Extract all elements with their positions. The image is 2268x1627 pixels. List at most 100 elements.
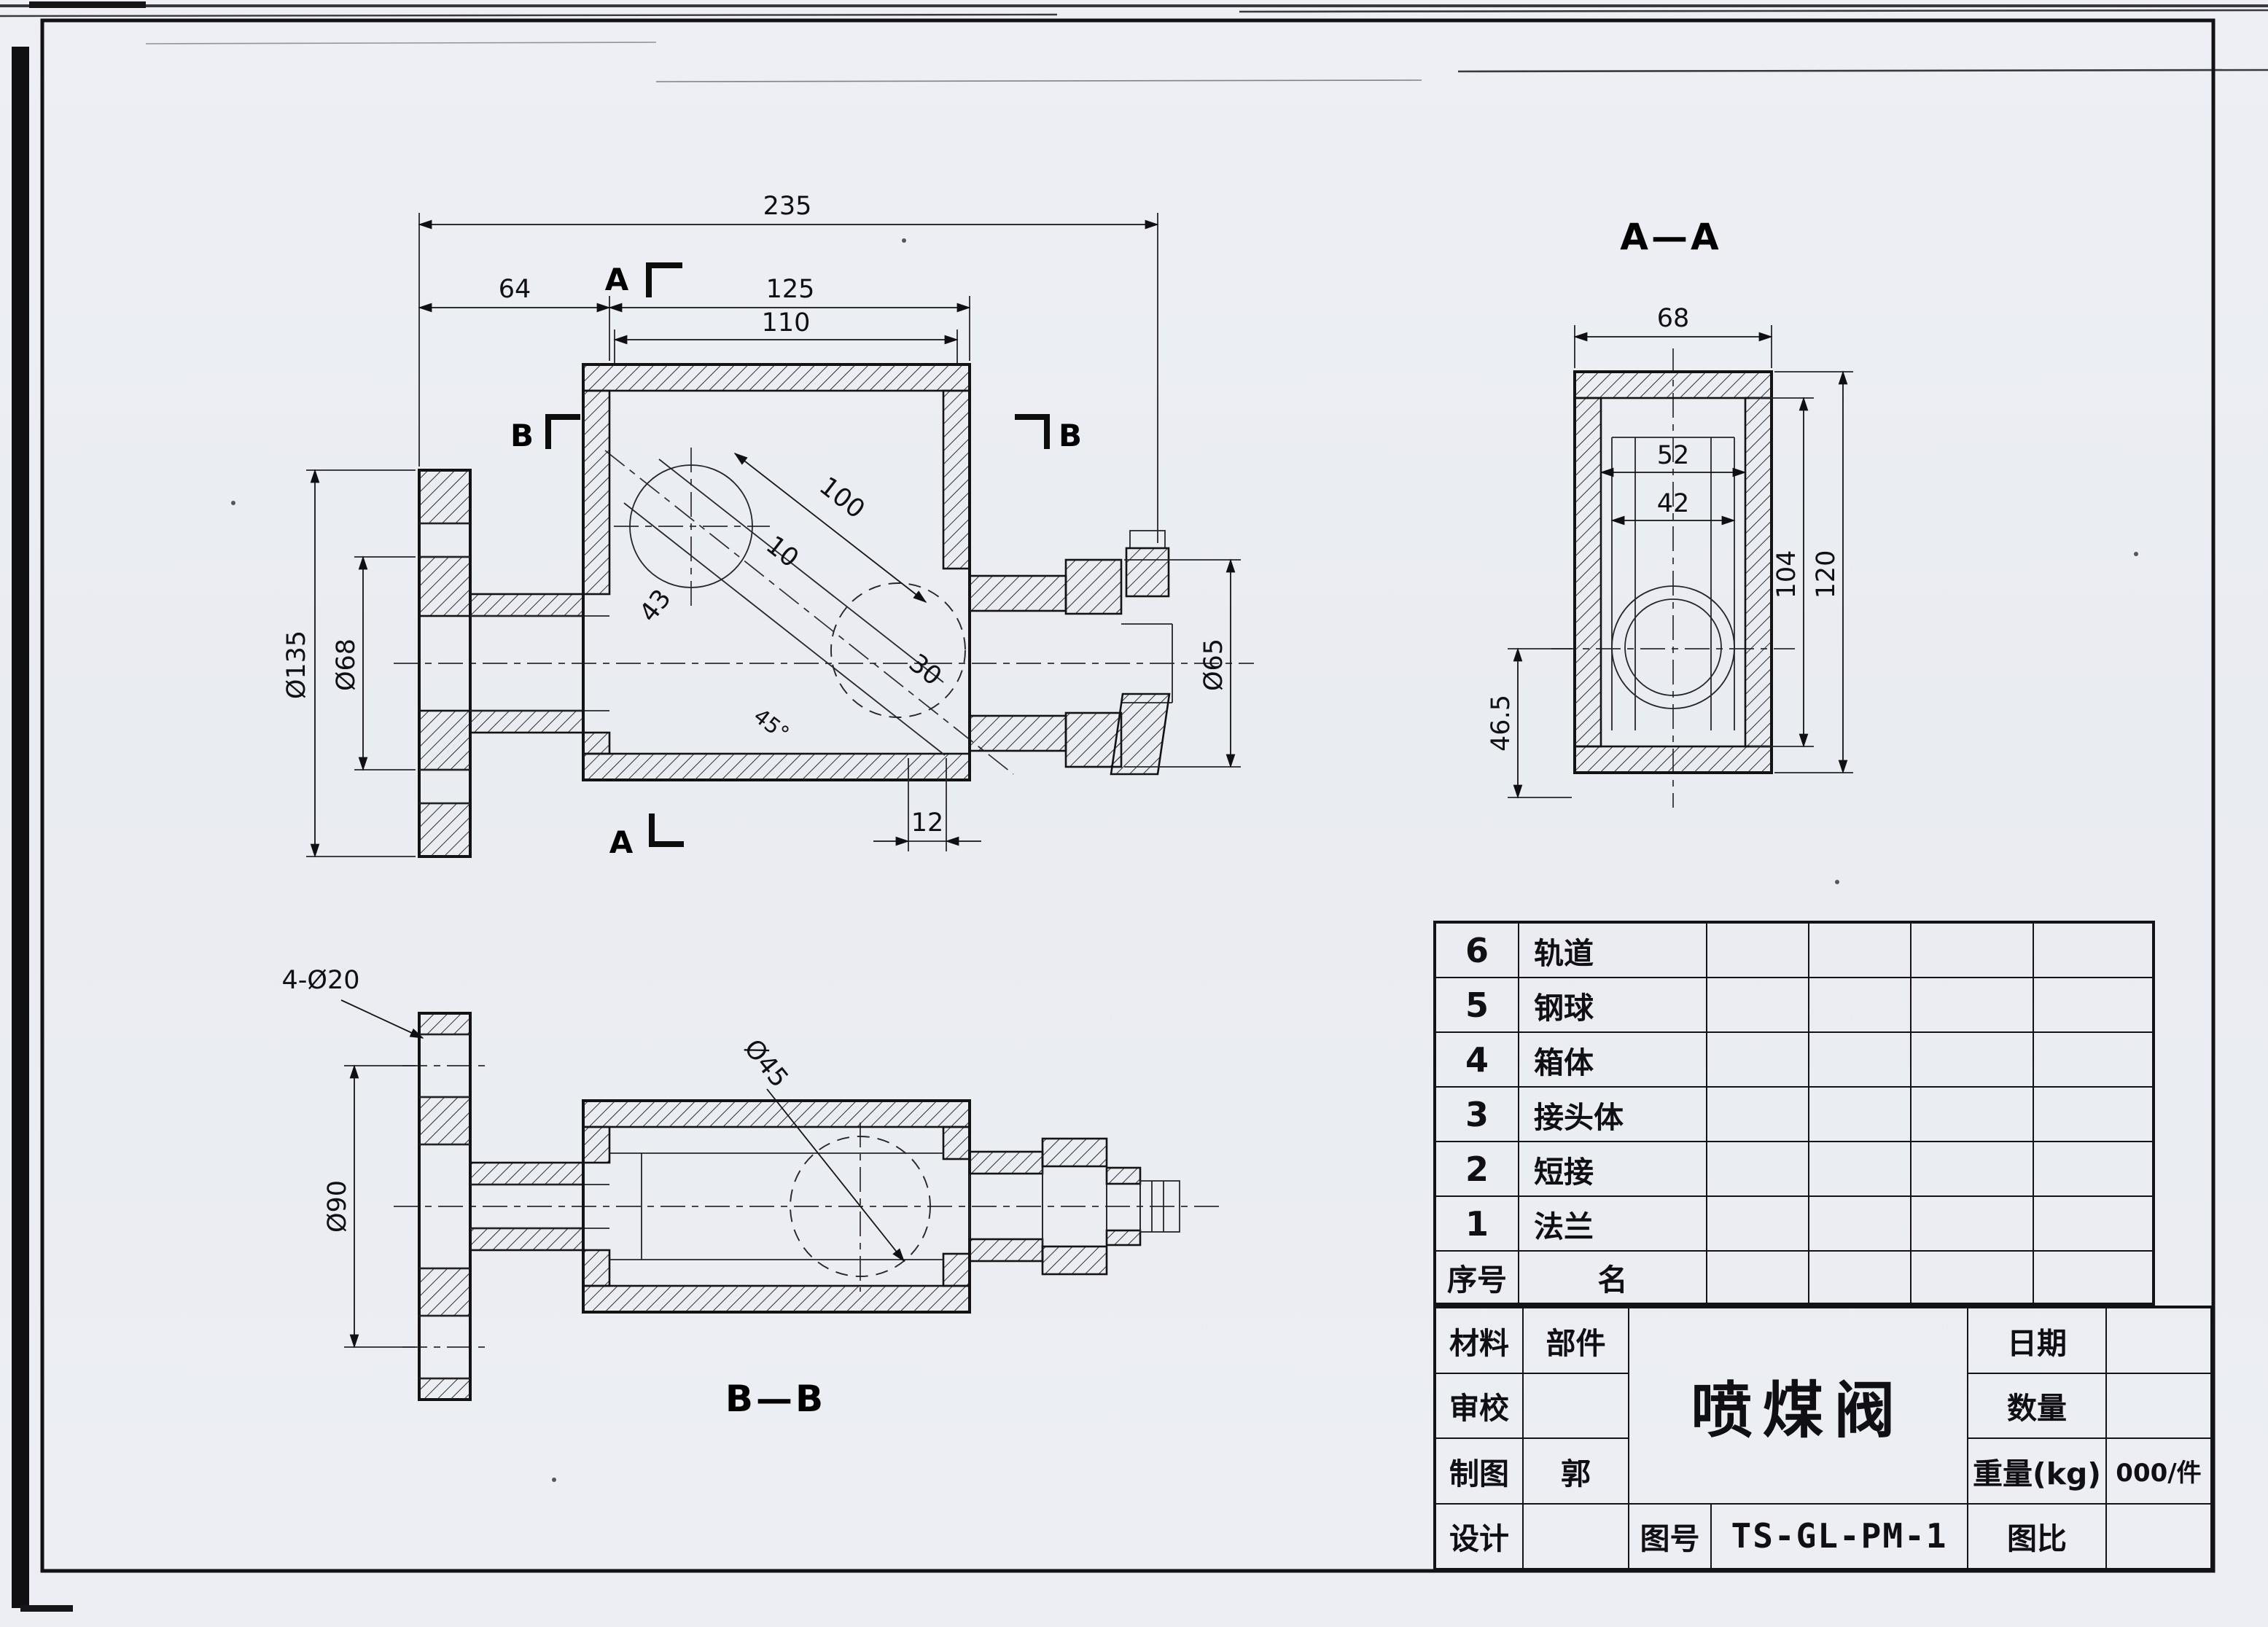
dim-dia90: Ø90 xyxy=(323,1180,352,1233)
empty-cell xyxy=(2033,1032,2153,1087)
empty-cell xyxy=(2033,1087,2153,1142)
component-label: 部件 xyxy=(1523,1308,1629,1373)
part-name: 法兰 xyxy=(1519,1196,1707,1251)
section-marker-a-top: A xyxy=(605,262,629,297)
section-bb-title: B—B xyxy=(725,1378,826,1420)
review-label: 审校 xyxy=(1435,1373,1523,1438)
dim-12: 12 xyxy=(911,808,944,838)
designer-label: 设计 xyxy=(1435,1503,1523,1569)
dim-110: 110 xyxy=(762,308,811,338)
dim-dia45: Ø45 xyxy=(738,1034,793,1093)
part-name: 轨道 xyxy=(1519,923,1707,978)
parts-header-name: 名 xyxy=(1519,1251,1707,1303)
drafter-name: 郭 xyxy=(1523,1438,1629,1504)
dim-bolt-holes: 4-Ø20 xyxy=(282,966,360,995)
empty-cell xyxy=(1707,1251,1809,1303)
valve-box-section xyxy=(582,363,971,781)
section-bb-view: 4-Ø20 Ø90 Ø45 B—B xyxy=(282,966,1219,1420)
empty-cell xyxy=(1911,1251,2033,1303)
empty-cell xyxy=(1707,923,1809,978)
dim-42: 42 xyxy=(1657,489,1690,518)
quantity-label: 数量 xyxy=(1968,1373,2106,1438)
empty-cell xyxy=(1911,1032,2033,1087)
empty-cell xyxy=(2033,978,2153,1032)
flange-section xyxy=(418,469,472,858)
weight-value: 000/件 xyxy=(2106,1438,2211,1504)
pipe-nipple-section xyxy=(469,593,609,734)
empty-cell xyxy=(1911,1142,2033,1196)
parts-table: 6 轨道 5 钢球 4 箱体 3 接头体 2 短接 1 法兰 序号 名 xyxy=(1433,921,2155,1306)
empty-cell xyxy=(2106,1373,2211,1438)
part-no: 4 xyxy=(1435,1032,1519,1087)
part-no: 1 xyxy=(1435,1196,1519,1251)
steel-ball-alt-position xyxy=(830,582,966,718)
material-label: 材料 xyxy=(1435,1308,1523,1373)
track-and-ball xyxy=(623,459,966,756)
dim-104: 104 xyxy=(1772,550,1801,599)
part-name: 箱体 xyxy=(1519,1032,1707,1087)
dim-125: 125 xyxy=(766,275,815,304)
connector-bb-section xyxy=(968,1137,1180,1276)
dim-100: 100 xyxy=(814,472,870,525)
dim-dia65: Ø65 xyxy=(1199,639,1228,691)
dim-43: 43 xyxy=(634,584,677,628)
drawing-no-value: TS-GL-PM-1 xyxy=(1711,1503,1968,1569)
empty-cell xyxy=(1707,1087,1809,1142)
dim-120: 120 xyxy=(1812,550,1841,599)
dim-64: 64 xyxy=(499,275,531,304)
body-bb-section xyxy=(582,1099,971,1314)
empty-cell xyxy=(1707,978,1809,1032)
dim-dia135: Ø135 xyxy=(282,631,311,699)
part-name: 钢球 xyxy=(1519,978,1707,1032)
part-no: 3 xyxy=(1435,1087,1519,1142)
drawing-frame xyxy=(40,18,2216,1573)
dim-68: 68 xyxy=(1657,304,1690,333)
empty-cell xyxy=(2033,1142,2153,1196)
empty-cell xyxy=(1809,1032,1911,1087)
section-aa-view: A—A 68 52 42 xyxy=(1486,216,1853,808)
empty-cell xyxy=(2106,1308,2211,1373)
scale-label: 图比 xyxy=(1968,1503,2106,1569)
empty-cell xyxy=(1809,1087,1911,1142)
part-name: 接头体 xyxy=(1519,1087,1707,1142)
empty-cell xyxy=(2033,1196,2153,1251)
empty-cell xyxy=(1809,923,1911,978)
main-view: A A B B 235 64 125 110 xyxy=(282,192,1254,860)
section-marker-b-right: B xyxy=(1059,418,1082,453)
empty-cell xyxy=(2033,1251,2153,1303)
empty-cell xyxy=(1911,923,2033,978)
empty-cell xyxy=(1809,1251,1911,1303)
connector-section xyxy=(968,530,1173,776)
empty-cell xyxy=(1707,1142,1809,1196)
weight-label: 重量(kg) xyxy=(1968,1438,2106,1504)
section-aa-dimensions: 68 52 42 104 120 46.5 xyxy=(1486,304,1853,799)
title-block: 材料 部件 喷煤阀 日期 审校 数量 制图 郭 重量(kg) 000/件 设计 … xyxy=(1433,1306,2213,1571)
dim-46-5: 46.5 xyxy=(1486,695,1516,752)
empty-cell xyxy=(1523,1373,1629,1438)
parts-header-no: 序号 xyxy=(1435,1251,1519,1303)
part-name: 短接 xyxy=(1519,1142,1707,1196)
empty-cell xyxy=(1911,1196,2033,1251)
dim-dia68: Ø68 xyxy=(332,639,361,691)
part-no: 2 xyxy=(1435,1142,1519,1196)
empty-cell xyxy=(2106,1503,2211,1569)
drawing-title: 喷煤阀 xyxy=(1629,1308,1968,1504)
empty-cell xyxy=(1809,1142,1911,1196)
drafter-label: 制图 xyxy=(1435,1438,1523,1504)
section-marker-a-bottom: A xyxy=(609,824,634,860)
empty-cell xyxy=(1809,1196,1911,1251)
dim-angle-45: 45° xyxy=(749,703,793,746)
steel-ball-aa xyxy=(1611,585,1735,709)
main-view-centerlines xyxy=(394,448,1254,775)
section-markers: A A B B xyxy=(510,262,1082,860)
empty-cell xyxy=(1911,1087,2033,1142)
empty-cell xyxy=(1809,978,1911,1032)
flange-bb-section xyxy=(418,1012,472,1401)
empty-cell xyxy=(2033,923,2153,978)
drawing-no-label: 图号 xyxy=(1629,1503,1711,1569)
bore-circle-bb xyxy=(790,1136,931,1277)
dim-52: 52 xyxy=(1657,441,1690,470)
